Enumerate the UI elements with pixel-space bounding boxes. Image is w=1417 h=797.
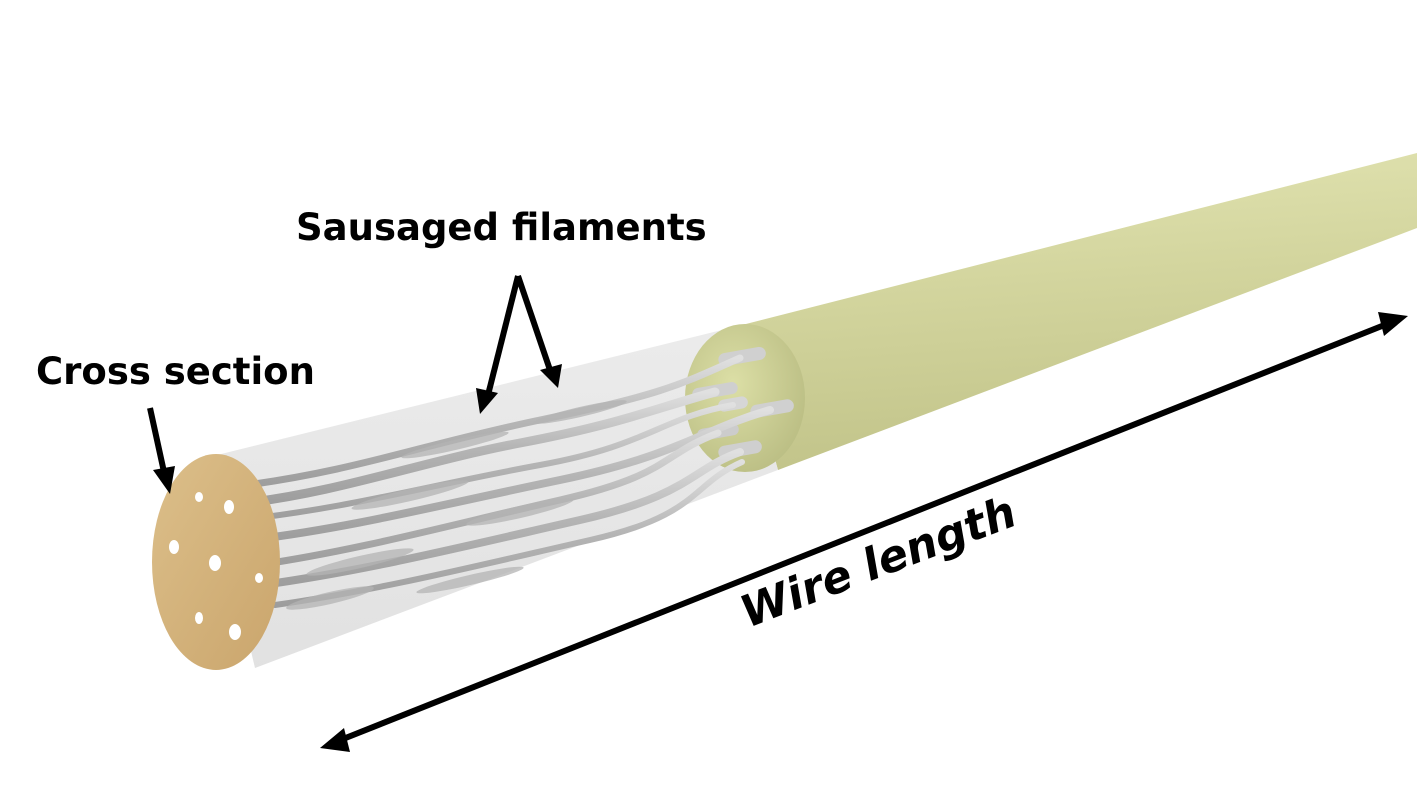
wire-length-label: Wire length [734, 487, 1024, 639]
sausaged-filaments-label: Sausaged filaments [296, 206, 707, 249]
cross-section-holes [169, 492, 263, 640]
wire-sheath [738, 153, 1417, 470]
cross-section-label: Cross section [36, 350, 315, 393]
arrow-down-right-icon [515, 275, 562, 388]
filament-bulges [286, 400, 627, 610]
double-headed-arrow-icon [320, 312, 1408, 752]
arrow-down-icon [147, 407, 175, 494]
filament [240, 387, 720, 508]
filament [258, 448, 744, 589]
filament [237, 402, 736, 523]
filament [236, 354, 744, 490]
arrow-down-left-icon [476, 275, 521, 414]
filament [246, 406, 774, 544]
annotation-arrows [147, 275, 1408, 752]
sausaged-filaments [236, 354, 774, 608]
